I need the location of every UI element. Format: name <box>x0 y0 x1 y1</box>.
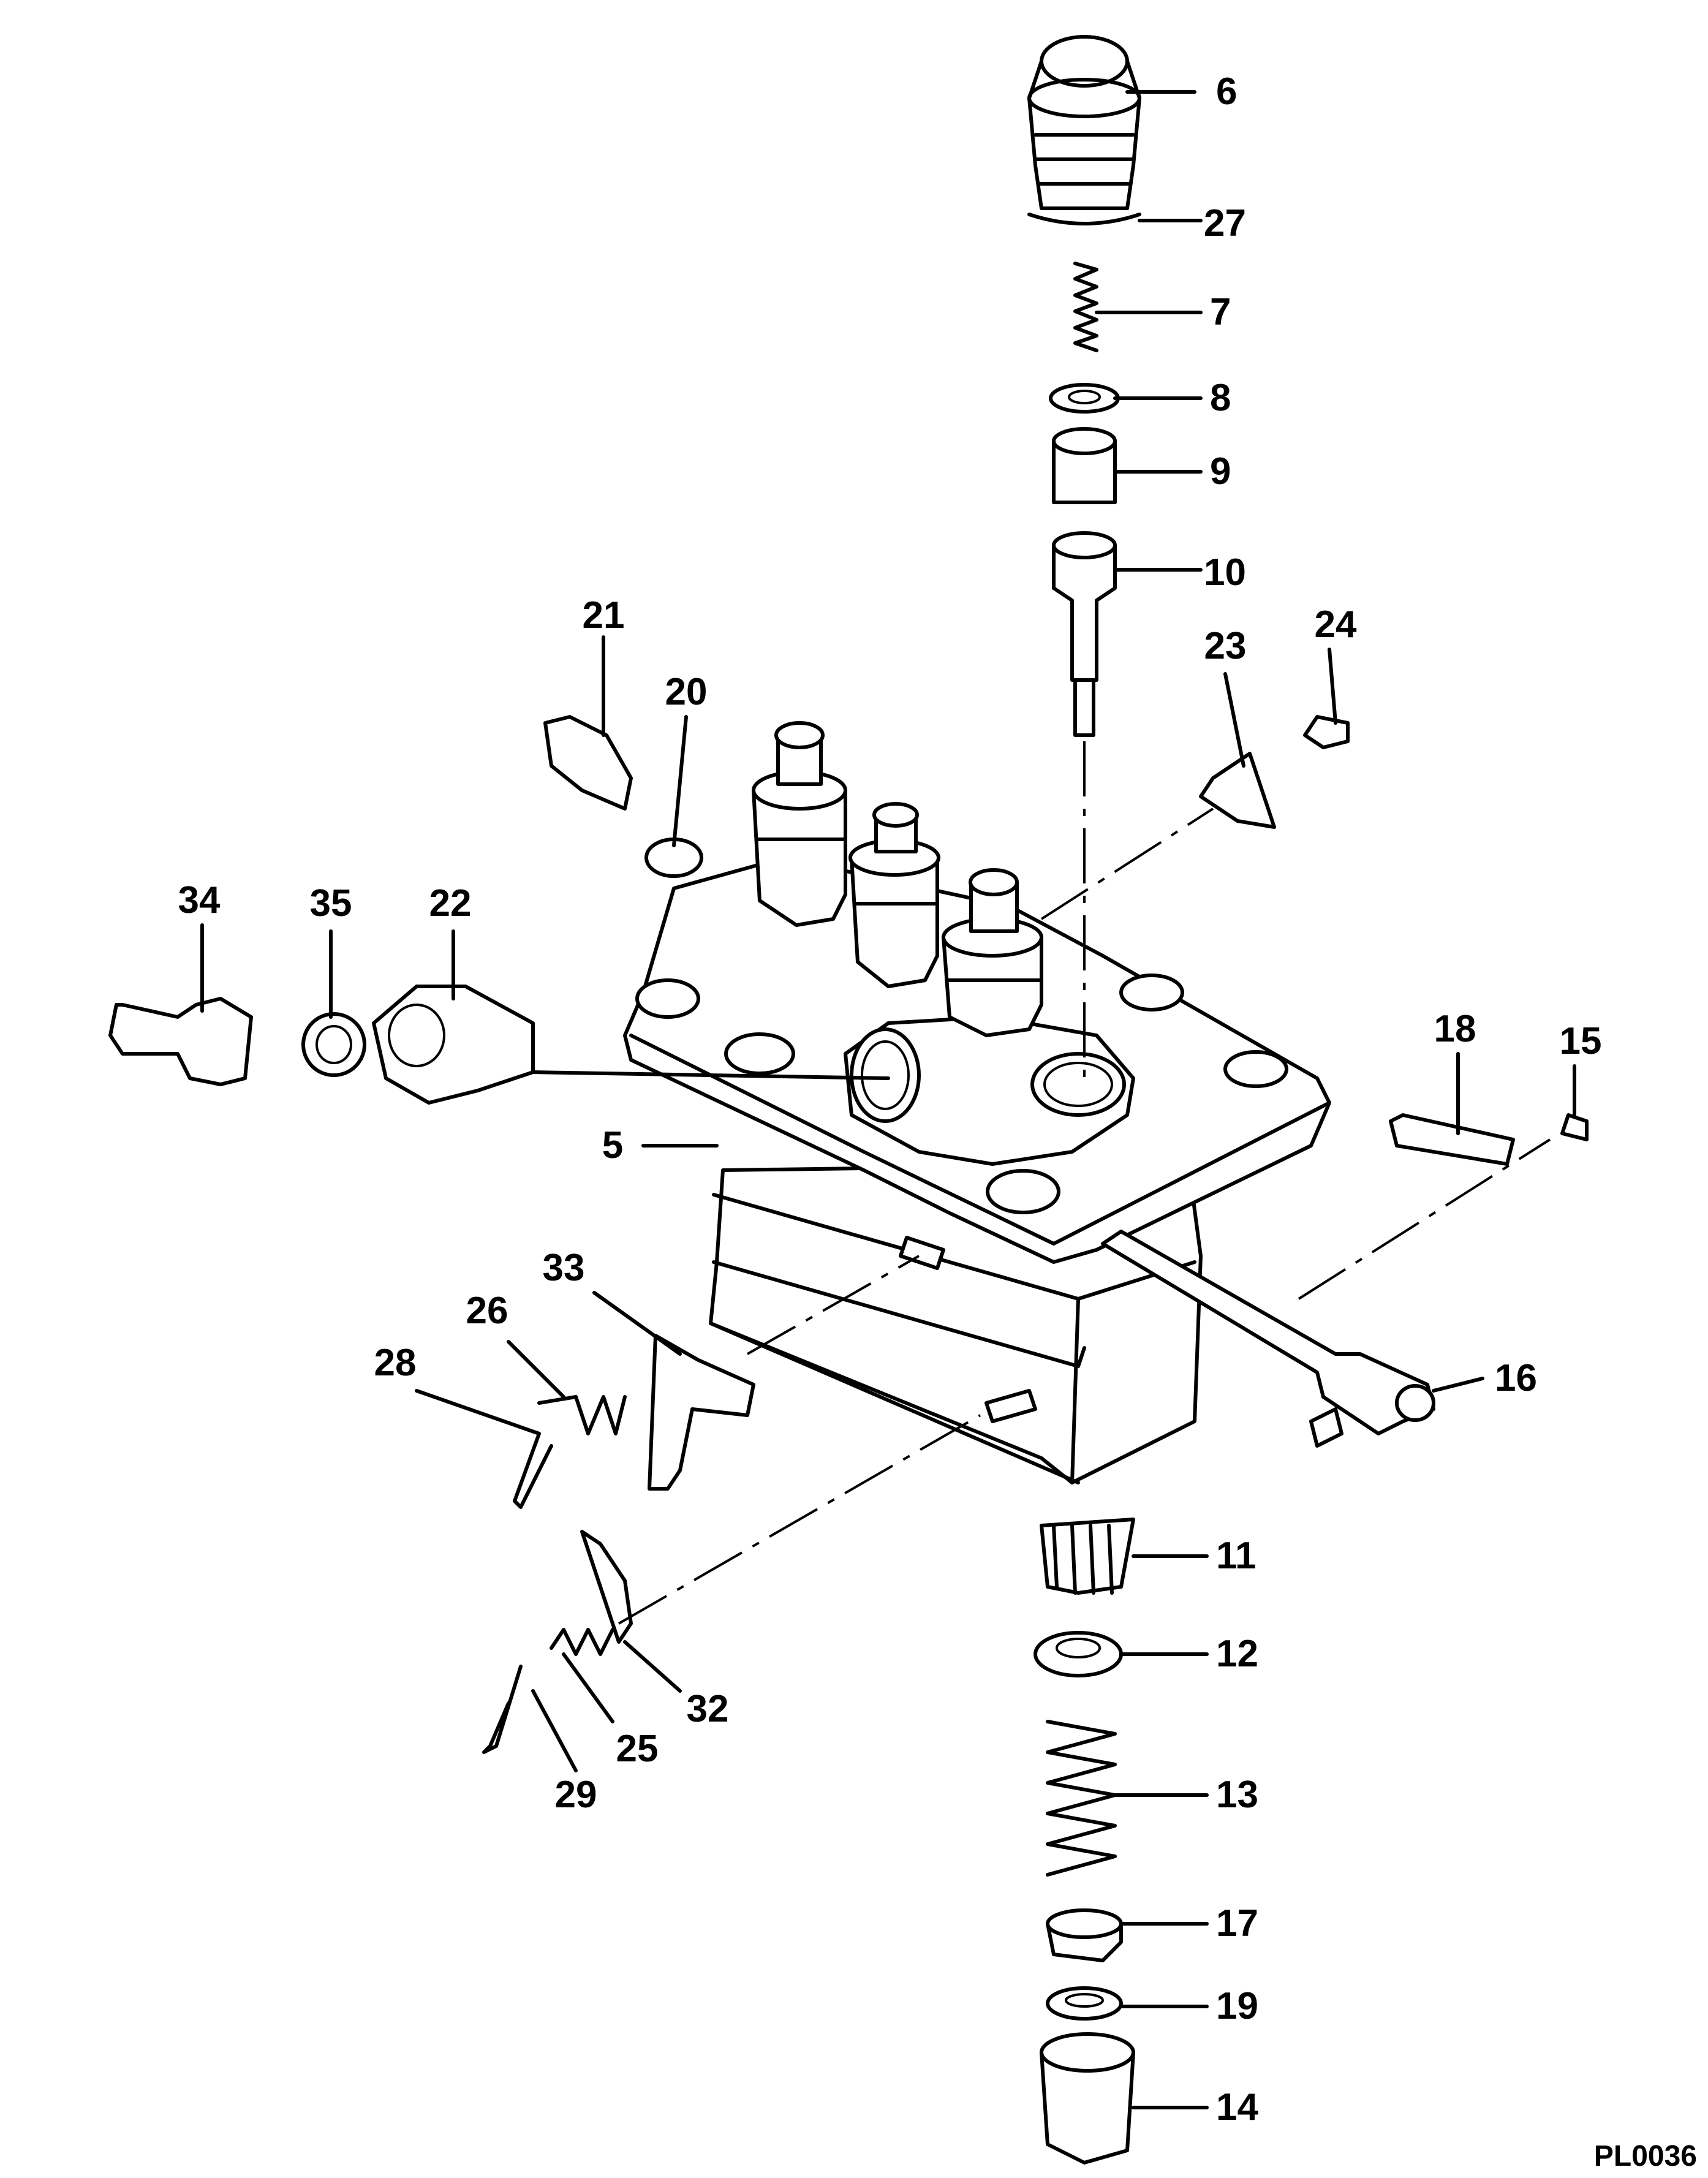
label-16: 16 <box>1495 1357 1537 1399</box>
label-10: 10 <box>1204 551 1246 594</box>
stopper-23 <box>1199 752 1276 829</box>
control-rack-11 <box>1040 1518 1135 1595</box>
control-rod <box>1101 1230 1435 1448</box>
plate-18 <box>1389 1113 1515 1166</box>
delivery-valve-holder <box>752 721 847 927</box>
spring-25 <box>550 1628 614 1656</box>
label-5: 5 <box>602 1124 623 1167</box>
lever-32 <box>580 1530 633 1644</box>
label-19: 19 <box>1216 1985 1258 2027</box>
governor-lever-33 <box>648 1334 755 1491</box>
label-18: 18 <box>1434 1008 1476 1050</box>
label-21: 21 <box>583 594 625 637</box>
label-34: 34 <box>178 879 221 921</box>
label-35: 35 <box>310 882 352 925</box>
air-vent-screw-34 <box>108 997 253 1086</box>
label-27: 27 <box>1204 202 1246 244</box>
label-32: 32 <box>687 1688 729 1730</box>
banjo-fitting-22 <box>372 985 535 1105</box>
label-26: 26 <box>466 1290 508 1332</box>
label-12: 12 <box>1216 1633 1258 1675</box>
label-22: 22 <box>429 882 472 925</box>
label-20: 20 <box>665 671 708 713</box>
label-6: 6 <box>1216 70 1237 113</box>
label-28: 28 <box>374 1342 417 1384</box>
spring-28 <box>513 1432 553 1509</box>
label-29: 29 <box>555 1774 597 1816</box>
label-8: 8 <box>1210 377 1231 419</box>
label-14: 14 <box>1216 2086 1258 2128</box>
delivery-valve-9 <box>1052 427 1117 504</box>
delivery-valve-holder <box>942 868 1043 1037</box>
pump-housing <box>623 721 1331 1484</box>
screw-15 <box>1560 1113 1589 1141</box>
label-11: 11 <box>1216 1535 1256 1577</box>
screw-24 <box>1303 715 1350 749</box>
spring-26 <box>537 1395 627 1435</box>
label-23: 23 <box>1204 625 1247 667</box>
o-ring-27 <box>1027 213 1141 225</box>
label-25: 25 <box>616 1728 659 1770</box>
label-33: 33 <box>543 1247 585 1289</box>
gasket-8 <box>1049 383 1120 414</box>
label-7: 7 <box>1210 291 1231 333</box>
delivery-valve-holder-6 <box>1027 35 1141 210</box>
spring-7 <box>1073 262 1098 352</box>
tappet-14 <box>1040 2032 1135 2165</box>
label-13: 13 <box>1216 1774 1258 1816</box>
label-9: 9 <box>1210 450 1231 493</box>
clip-29 <box>482 1665 523 1754</box>
shim-19 <box>1046 1986 1123 2021</box>
label-17: 17 <box>1216 1902 1258 1945</box>
label-15: 15 <box>1560 1020 1602 1062</box>
label-24: 24 <box>1315 603 1357 646</box>
plunger-spring-13 <box>1046 1720 1117 1877</box>
plunger-10 <box>1052 531 1117 737</box>
plug-21 <box>543 715 633 811</box>
spring-seat-17 <box>1046 1908 1123 1962</box>
delivery-valve-holder <box>848 802 940 988</box>
diagram-code: PL0036 <box>1594 2140 1697 2172</box>
gasket-35 <box>301 1012 366 1077</box>
